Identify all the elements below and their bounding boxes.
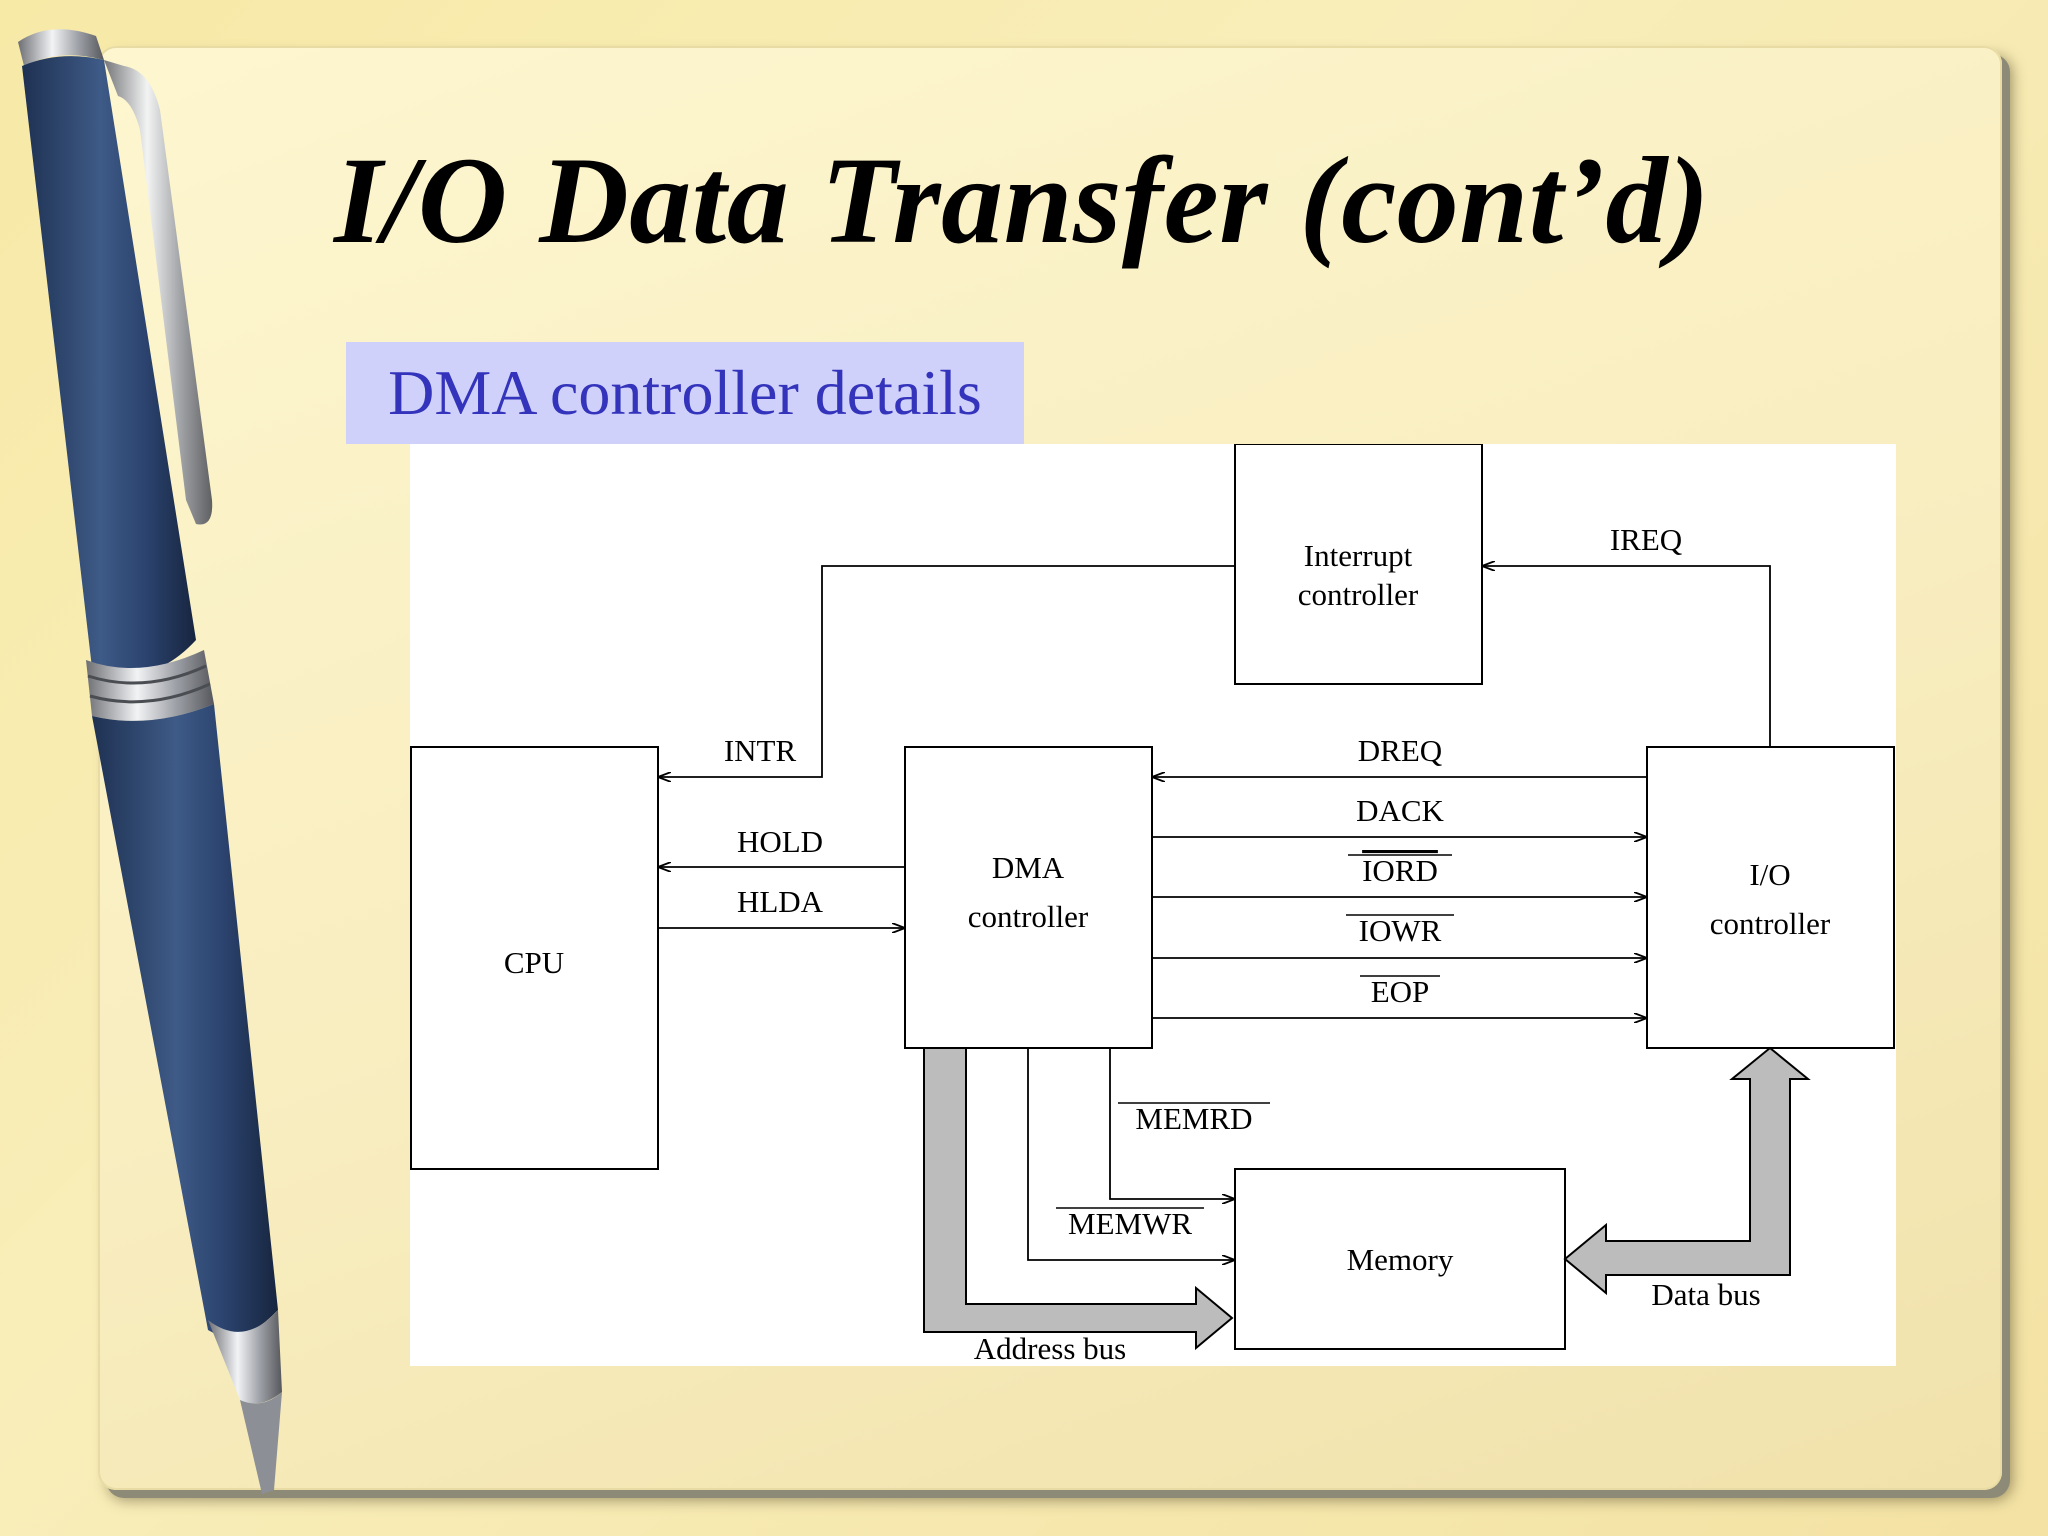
ireq-line (1482, 566, 1771, 747)
memwr-label: MEMWR (1068, 1206, 1192, 1241)
memrd-line (1109, 1048, 1235, 1199)
intr-line (658, 565, 1235, 777)
dma-controller-label-line1: DMA (992, 850, 1065, 885)
ireq-label: IREQ (1610, 522, 1682, 557)
intr-label: INTR (724, 733, 797, 768)
interrupt-controller-label-line1: Interrupt (1304, 538, 1413, 573)
data-bus-arrow (1563, 1046, 1811, 1296)
address-bus-arrow (923, 1047, 1234, 1351)
address-bus-label: Address bus (974, 1331, 1126, 1366)
dack-label: DACK (1356, 793, 1444, 828)
memory-label: Memory (1347, 1242, 1454, 1277)
slide-title: I/O Data Transfer (cont’d) (334, 132, 1710, 269)
dreq-label: DREQ (1358, 733, 1442, 768)
iowr-label: IOWR (1359, 913, 1442, 948)
pen-illustration (18, 29, 282, 1494)
section-label: DMA controller details (346, 342, 1024, 444)
eop-label: EOP (1371, 974, 1430, 1009)
hold-label: HOLD (737, 824, 823, 859)
cpu-block (410, 746, 659, 1170)
dma-controller-label-line2: controller (968, 899, 1089, 934)
io-controller-label-line2: controller (1710, 906, 1831, 941)
cpu-label: CPU (504, 945, 564, 980)
hlda-label: HLDA (737, 884, 824, 919)
memwr-line (1027, 1048, 1235, 1260)
memrd-label: MEMRD (1135, 1101, 1252, 1136)
data-bus-label: Data bus (1651, 1277, 1760, 1312)
interrupt-controller-label-line2: controller (1298, 577, 1419, 612)
iord-label: IORD (1362, 853, 1438, 888)
io-controller-block (1646, 746, 1895, 1049)
io-controller-label-line1: I/O (1749, 857, 1790, 892)
dma-block-diagram: Interrupt controller CPU DMA controller … (410, 444, 1896, 1366)
dma-controller-block (904, 746, 1153, 1049)
diagram-canvas: Interrupt controller CPU DMA controller … (410, 444, 1895, 1366)
